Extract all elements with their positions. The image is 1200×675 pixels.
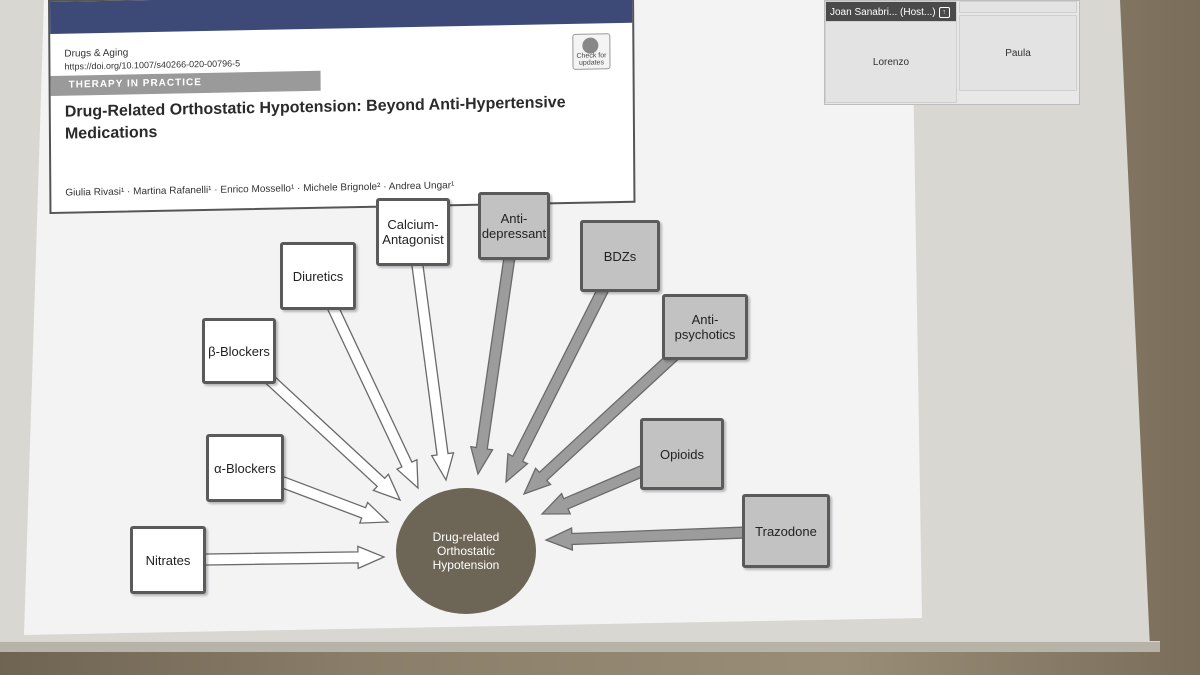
arrow-3	[325, 300, 419, 490]
participant-name: Paula	[1005, 47, 1031, 59]
drug-box-antipsychotics: Anti- psychotics	[662, 294, 748, 360]
participant-name: Joan Sanabri... (Host...)	[830, 6, 936, 18]
center-node-orthostatic-hypotension: Drug-related Orthostatic Hypotension	[396, 488, 536, 614]
drug-box-trazodone: Trazodone	[742, 494, 830, 568]
drug-box-diuretics: Diuretics	[280, 242, 356, 310]
arrow-6	[505, 281, 612, 484]
arrow-9	[544, 526, 754, 551]
arrow-0	[197, 545, 386, 570]
drug-box-nitrates: Nitrates	[130, 526, 206, 594]
participant-tile-paula[interactable]: Paula	[959, 15, 1077, 91]
arrow-5	[469, 254, 516, 476]
arrow-7	[522, 342, 688, 496]
arrow-1	[270, 472, 390, 524]
screen-tray	[0, 641, 1160, 652]
drug-box-alpha-blockers: α-Blockers	[206, 434, 284, 502]
drug-box-bdzs: BDZs	[580, 220, 660, 292]
arrow-2	[256, 366, 402, 502]
share-icon: ↑	[938, 6, 950, 18]
participant-tile-lorenzo[interactable]: Lorenzo	[825, 21, 957, 103]
participant-name: Lorenzo	[872, 56, 910, 68]
participant-tile-host[interactable]: Joan Sanabri... (Host...) ↑	[825, 1, 957, 23]
participant-tile-empty	[959, 1, 1077, 13]
drug-box-beta-blockers: β-Blockers	[202, 318, 276, 384]
drug-box-calcium-antagonist: Calcium- Antagonist	[376, 198, 450, 266]
drug-box-opioids: Opioids	[640, 418, 724, 490]
video-participants-panel: Joan Sanabri... (Host...) ↑ Lorenzo Paul…	[824, 0, 1080, 105]
drug-box-antidepressant: Anti- depressant	[478, 192, 550, 260]
arrow-4	[410, 260, 455, 482]
